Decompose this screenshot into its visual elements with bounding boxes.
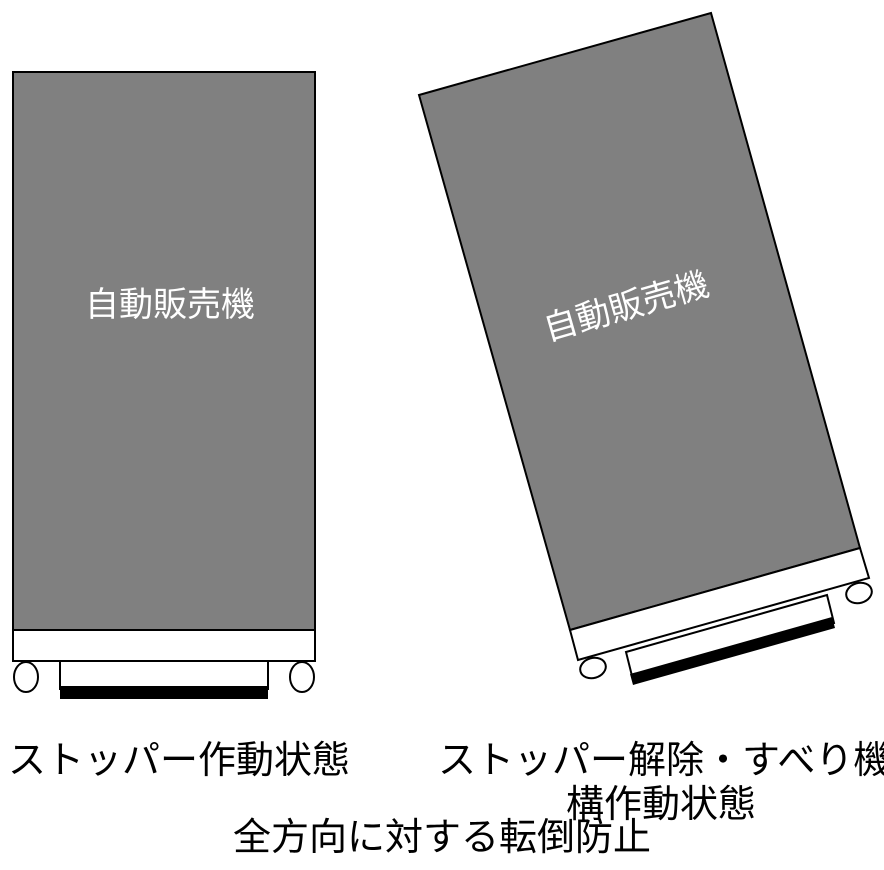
caption-stopper-released-line2: 構作動状態 [565,782,756,826]
caption-stopper-engaged: ストッパー作動状態 [8,738,351,782]
caster-left-tilted [579,656,607,680]
machine-base-upright [12,629,316,662]
machine-body-upright [12,71,316,631]
machine-upright-group: 自動販売機 [12,71,316,699]
stopper-frame-tilted [624,593,836,682]
caster-right-tilted [845,581,873,605]
stopper-bar-tilted [630,617,835,685]
stopper-frame-upright [59,660,269,690]
caster-left-upright [13,661,39,693]
machine-label-upright: 自動販売機 [85,285,255,325]
caption-overall: 全方向に対する転倒防止 [232,815,651,859]
machine-tilted-group: 自動販売機 [417,11,873,685]
stopper-bar-upright [60,686,268,699]
caption-stopper-released-line1: ストッパー解除・すべり機 [438,738,884,782]
machine-base-tilted [568,546,871,662]
caption-stopper-released: ストッパー解除・すべり機 構作動状態 [438,738,884,826]
caster-right-upright [289,661,315,693]
